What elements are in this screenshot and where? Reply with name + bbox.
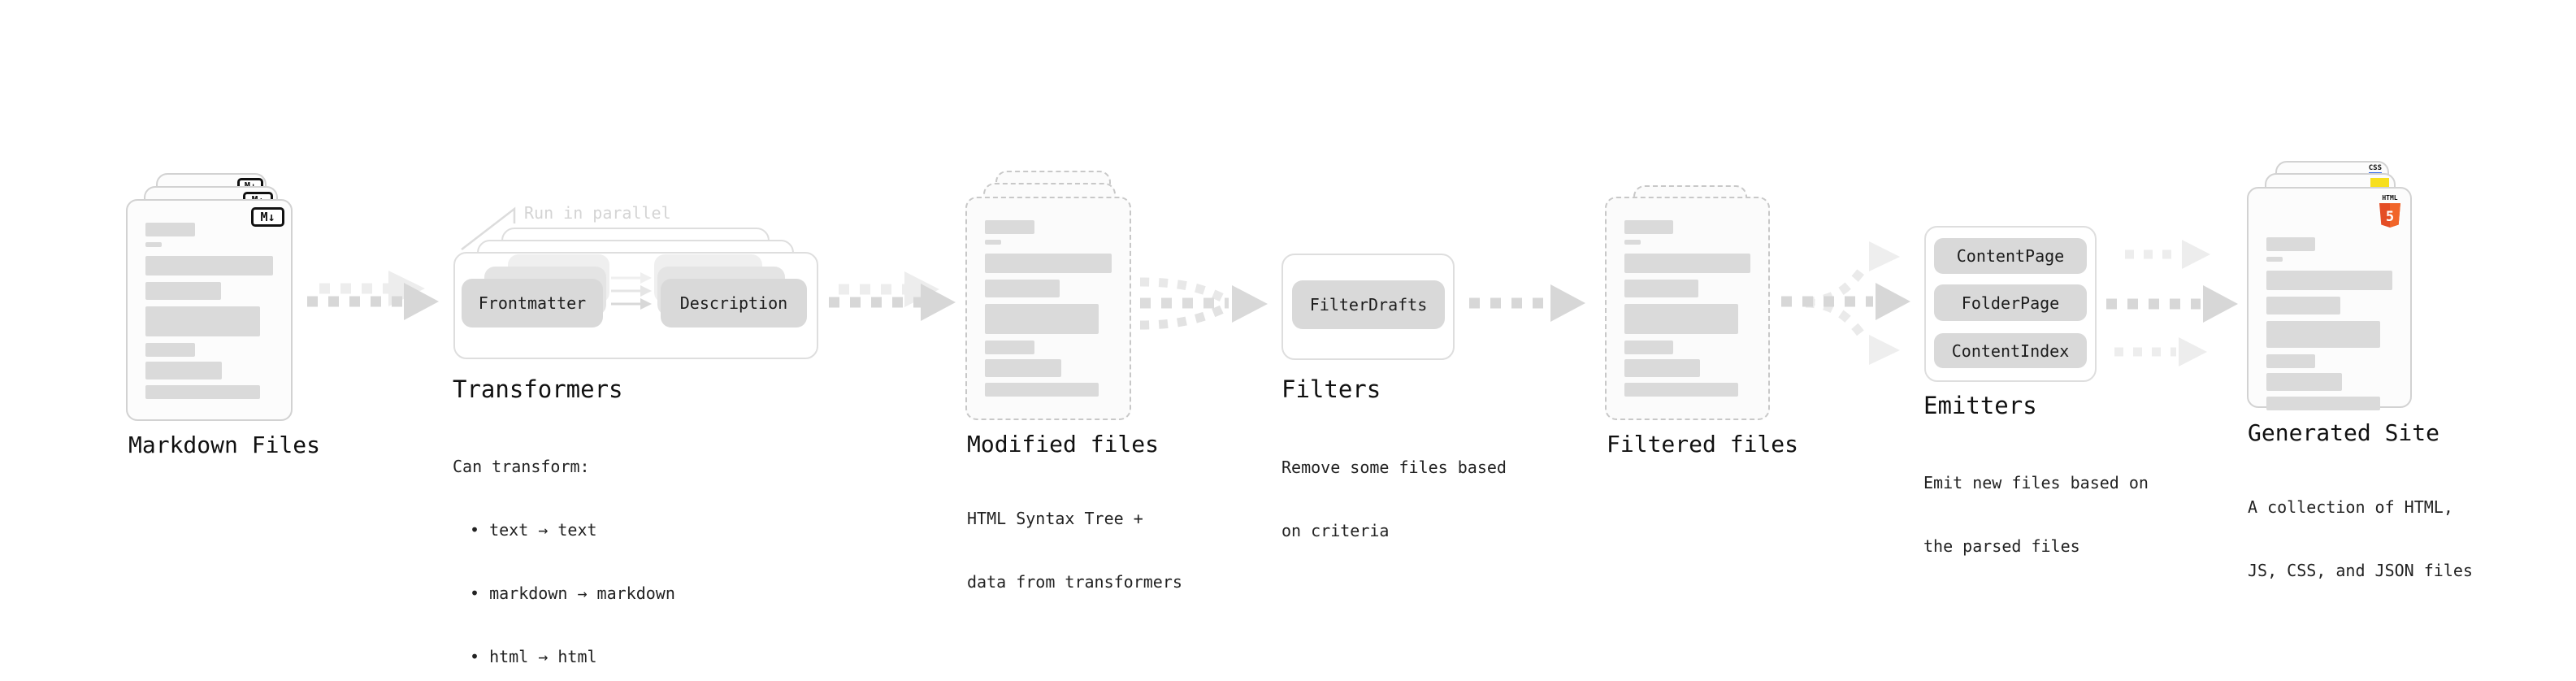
- modified-files-description: HTML Syntax Tree + data from transformer…: [967, 466, 1182, 635]
- placeholder-bar: [145, 256, 273, 275]
- modified-doc-front: [965, 197, 1131, 420]
- doc-placeholder-lines: [145, 223, 273, 399]
- doc-placeholder-lines: [985, 220, 1112, 397]
- desc-line: data from transformers: [967, 572, 1182, 592]
- placeholder-bar: [2266, 373, 2342, 391]
- placeholder-bar: [2266, 237, 2316, 251]
- filterdrafts-pill: FilterDrafts: [1292, 280, 1445, 329]
- doc-placeholder-lines: [1624, 220, 1750, 397]
- placeholder-bar: [985, 280, 1060, 297]
- description-pill: Description: [661, 279, 807, 327]
- placeholder-bar: [2266, 297, 2341, 314]
- placeholder-bar: [145, 282, 221, 300]
- placeholder-bar: [2266, 257, 2283, 262]
- desc-line: Can transform:: [453, 457, 590, 476]
- desc-line: the parsed files: [1923, 536, 2080, 556]
- generated-site-description: A collection of HTML, JS, CSS, and JSON …: [2248, 454, 2473, 623]
- placeholder-bar: [145, 343, 196, 357]
- filters-label: Filters: [1281, 375, 1381, 403]
- placeholder-bar: [1624, 359, 1700, 377]
- desc-line: • text → text: [470, 520, 597, 540]
- placeholder-bar: [985, 383, 1099, 397]
- js-icon: [2370, 178, 2389, 189]
- placeholder-bar: [1624, 280, 1699, 297]
- placeholder-bar: [985, 254, 1112, 273]
- desc-line: on criteria: [1281, 521, 1390, 540]
- placeholder-bar: [985, 220, 1034, 234]
- placeholder-bar: [985, 304, 1099, 334]
- placeholder-bar: [2266, 397, 2380, 410]
- contentpage-pill: ContentPage: [1934, 238, 2087, 274]
- placeholder-bar: [1624, 254, 1750, 273]
- emitters-description: Emit new files based on the parsed files: [1923, 430, 2149, 599]
- contentindex-pill: ContentIndex: [1934, 333, 2087, 368]
- run-in-parallel-annotation: Run in parallel: [524, 203, 671, 223]
- placeholder-bar: [1624, 240, 1641, 245]
- folderpage-pill: FolderPage: [1934, 284, 2087, 321]
- placeholder-bar: [1624, 340, 1674, 354]
- desc-line: Remove some files based: [1281, 458, 1507, 477]
- generated-doc-html: HTML 5: [2247, 187, 2412, 410]
- placeholder-bar: [145, 385, 261, 399]
- transformers-label: Transformers: [453, 375, 623, 403]
- placeholder-bar: [1624, 304, 1738, 334]
- placeholder-bar: [1624, 383, 1738, 397]
- html5-icon-word: HTML: [2382, 194, 2397, 202]
- markdown-files-label: Markdown Files: [128, 432, 321, 458]
- modified-files-label: Modified files: [967, 431, 1160, 458]
- placeholder-bar: [145, 223, 196, 236]
- placeholder-bar: [145, 242, 163, 247]
- placeholder-bar: [1624, 220, 1674, 234]
- desc-line: A collection of HTML,: [2248, 497, 2453, 517]
- transformers-description: Can transform: • text → text • markdown …: [453, 414, 675, 681]
- doc-placeholder-lines: [2266, 237, 2392, 410]
- placeholder-bar: [985, 240, 1002, 245]
- placeholder-bar: [2266, 271, 2392, 290]
- emitters-label: Emitters: [1923, 392, 2037, 419]
- markdown-doc-front: M↓: [126, 199, 293, 421]
- placeholder-bar: [985, 359, 1061, 377]
- markdown-icon: M↓: [251, 207, 284, 227]
- desc-line: • html → html: [470, 647, 597, 666]
- placeholder-bar: [145, 362, 223, 380]
- html5-icon: HTML 5: [2379, 194, 2400, 228]
- placeholder-bar: [145, 306, 261, 336]
- filters-description: Remove some files based on criteria: [1281, 414, 1507, 583]
- desc-line: • markdown → markdown: [470, 583, 675, 603]
- filtered-files-label: Filtered files: [1607, 431, 1799, 458]
- placeholder-bar: [985, 340, 1034, 354]
- html5-icon-number: 5: [2386, 209, 2394, 225]
- desc-line: JS, CSS, and JSON files: [2248, 561, 2473, 580]
- filtered-doc-front: [1605, 197, 1770, 420]
- placeholder-bar: [2266, 354, 2316, 368]
- frontmatter-pill: Frontmatter: [462, 279, 603, 327]
- generated-site-label: Generated Site: [2248, 419, 2440, 446]
- placeholder-bar: [2266, 321, 2380, 348]
- desc-line: Emit new files based on: [1923, 473, 2149, 492]
- desc-line: HTML Syntax Tree +: [967, 509, 1143, 528]
